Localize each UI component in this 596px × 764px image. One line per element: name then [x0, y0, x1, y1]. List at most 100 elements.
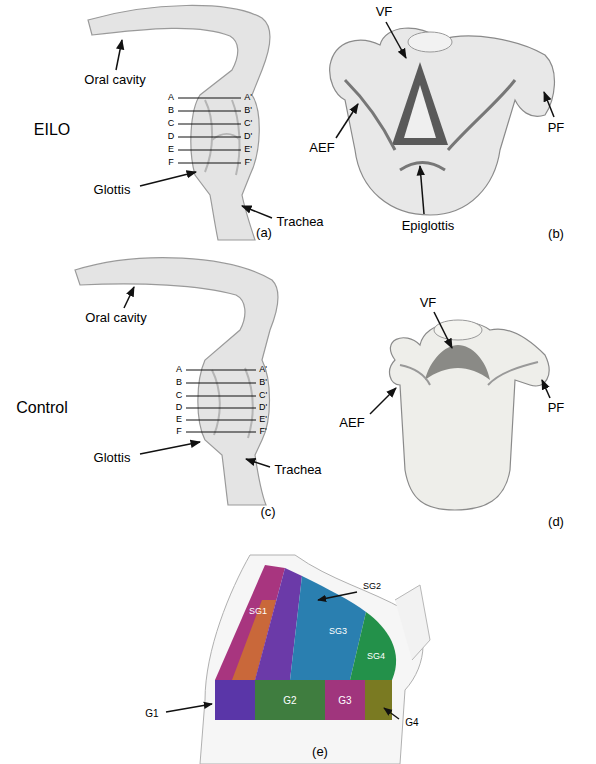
vocal-fold	[425, 345, 490, 380]
larynx-rim	[408, 32, 452, 52]
figure-part	[124, 287, 134, 308]
panel-letter: (d)	[548, 515, 564, 529]
fold-shading	[400, 362, 538, 385]
figure-part	[186, 420, 256, 421]
figure-part	[242, 206, 272, 218]
figure-part	[542, 380, 550, 398]
section-label: C'	[244, 119, 252, 129]
part-label: Oral cavity	[85, 311, 146, 325]
region-label: SG4	[367, 652, 385, 662]
section-label: F'	[244, 158, 251, 168]
figure-part	[178, 163, 241, 164]
region-g1	[215, 680, 255, 720]
region-g4	[365, 680, 392, 720]
part-label: PF	[548, 121, 565, 135]
figure-part	[166, 704, 212, 712]
figure-part	[186, 383, 256, 384]
part-label: Epiglottis	[402, 219, 455, 233]
section-label: A'	[244, 93, 252, 103]
region-label: SG3	[329, 627, 347, 637]
panel-letter: (a)	[256, 226, 272, 240]
figure-part	[336, 104, 358, 138]
fold-shading	[345, 80, 515, 170]
larynx-model	[330, 28, 555, 215]
section-lines	[178, 98, 241, 163]
section-label: E'	[259, 415, 267, 425]
figure-part	[178, 98, 241, 99]
figure-part	[544, 92, 554, 117]
group-label: EILO	[34, 121, 70, 139]
section-label: A'	[259, 365, 267, 375]
vocal-fold	[392, 62, 448, 145]
panel-letter: (e)	[312, 745, 328, 759]
vocal-fold	[404, 85, 436, 138]
section-label: A	[176, 365, 182, 375]
part-label: Trachea	[274, 463, 321, 477]
figure-part	[178, 124, 241, 125]
figure-part	[178, 111, 241, 112]
region-label: SG1	[249, 607, 267, 617]
leader-arrows	[336, 22, 554, 214]
section-label: C'	[259, 391, 267, 401]
region-label: SG2	[363, 582, 381, 592]
part-label: Glottis	[94, 451, 131, 465]
figure-part	[186, 432, 256, 433]
part-label: VF	[420, 296, 437, 310]
section-label: C	[168, 119, 175, 129]
region-label: G2	[283, 695, 296, 706]
section-label: B	[176, 378, 182, 388]
leader-arrows	[370, 312, 550, 414]
figure-part	[384, 708, 399, 719]
part-label: AEF	[339, 416, 364, 430]
figure-part	[386, 22, 406, 58]
leader-arrows	[116, 40, 272, 218]
region-label: G1	[145, 708, 158, 719]
leader-arrows	[166, 592, 399, 719]
section-label: C	[176, 391, 183, 401]
figure-part	[420, 166, 424, 214]
section-label: F	[168, 158, 174, 168]
figure-part	[186, 408, 256, 409]
section-label: B	[168, 106, 174, 116]
epiglottis-flap	[395, 585, 430, 660]
part-label: AEF	[309, 141, 334, 155]
part-label: Trachea	[276, 215, 323, 229]
figure-part	[186, 396, 256, 397]
section-label: A	[168, 93, 174, 103]
figure-part	[116, 40, 122, 70]
section-lines	[186, 370, 256, 432]
figure-part	[178, 137, 241, 138]
panel-letter: (b)	[548, 227, 564, 241]
airway-model	[88, 5, 270, 240]
figure-part	[370, 388, 396, 414]
figure-part	[246, 459, 270, 467]
airway-shading	[212, 368, 253, 438]
section-label: E	[176, 415, 182, 425]
figure-part	[318, 592, 357, 600]
part-label: VF	[376, 5, 393, 19]
figure-part	[140, 442, 200, 454]
region-g3	[325, 680, 365, 720]
panel-letter: (c)	[260, 505, 275, 519]
section-label: D'	[259, 403, 267, 413]
section-label: F'	[259, 427, 266, 437]
larynx-rim	[434, 320, 482, 340]
region-label: G3	[338, 695, 351, 706]
region-sg4	[350, 612, 396, 680]
figure-part	[178, 150, 241, 151]
section-label: B'	[244, 106, 252, 116]
region-g2	[255, 680, 325, 720]
airway-model	[75, 258, 278, 505]
section-label: D'	[244, 132, 252, 142]
section-label: D	[168, 132, 175, 142]
region-label: G4	[405, 717, 418, 728]
part-label: Oral cavity	[84, 73, 145, 87]
section-label: F	[176, 427, 182, 437]
figure-part	[434, 312, 452, 348]
figure-part	[186, 370, 256, 371]
group-label: Control	[16, 399, 68, 417]
airway-model	[200, 555, 423, 764]
part-label: Glottis	[94, 183, 131, 197]
figure-part	[140, 172, 196, 186]
